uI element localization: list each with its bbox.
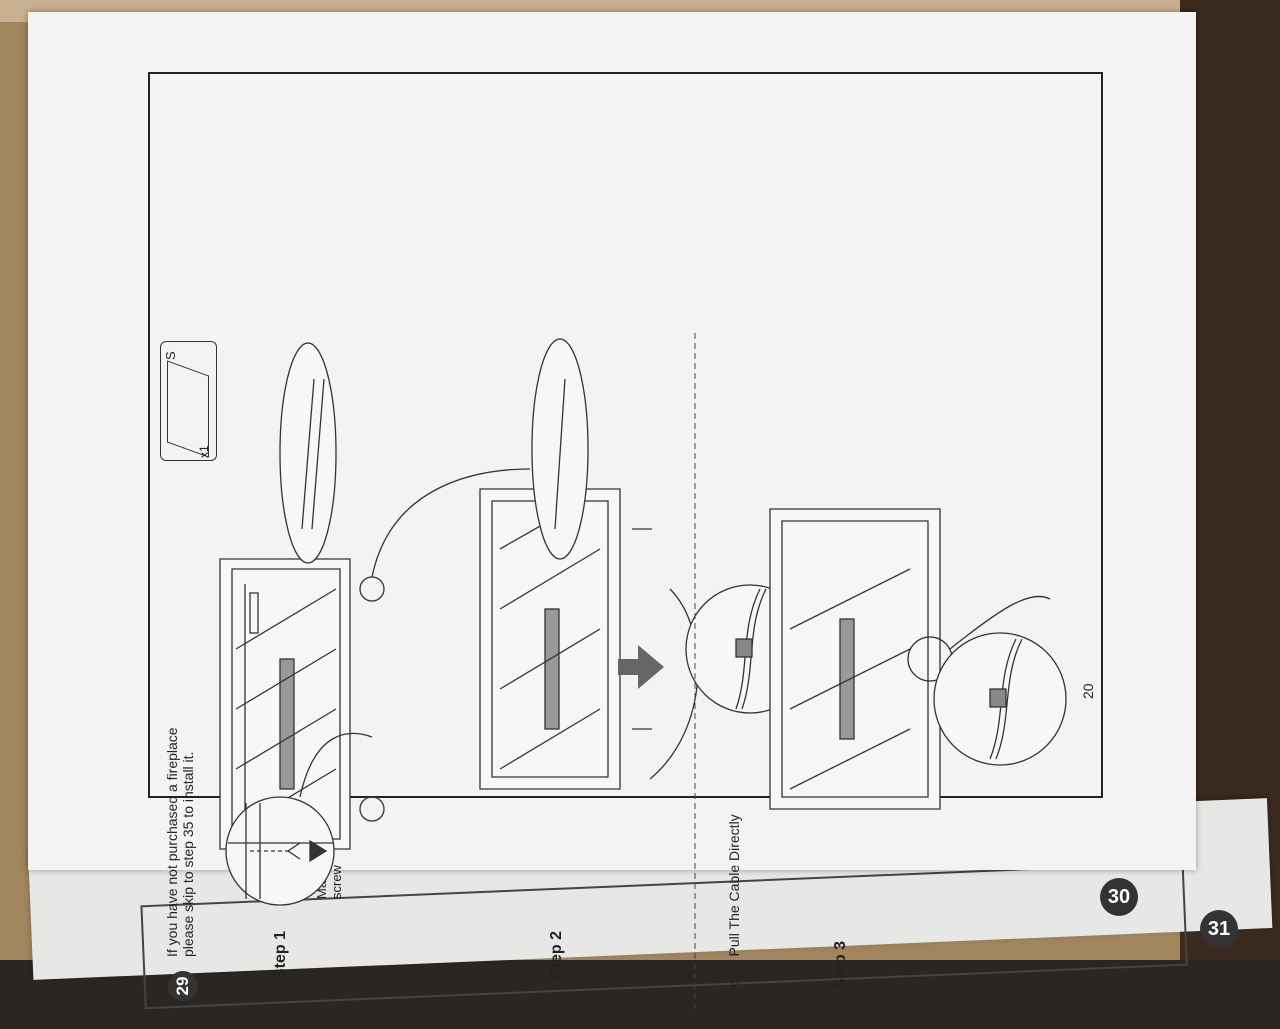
step2-bracket-zoom — [531, 338, 589, 560]
step3-cable-zoom — [933, 632, 1067, 766]
arrow-down-icon-2 — [618, 645, 664, 689]
step3-fireplace-drawing — [769, 508, 1051, 810]
page-number: 20 — [1080, 683, 1096, 699]
step1-screw-zoom — [225, 732, 373, 906]
step2-fireplace-drawing — [479, 488, 699, 790]
instruction-frame: 29 If you have not purchased a fireplace… — [148, 72, 1103, 1009]
step1-fireplace-drawing — [219, 468, 531, 850]
step1-bracket-zoom — [279, 342, 337, 564]
step-badge-30: 30 — [1100, 878, 1138, 916]
assembly-illustrations — [219, 329, 1067, 1009]
step-badge-31: 31 — [1200, 910, 1238, 948]
instruction-panel: 29 If you have not purchased a fireplace… — [150, 303, 1105, 1029]
